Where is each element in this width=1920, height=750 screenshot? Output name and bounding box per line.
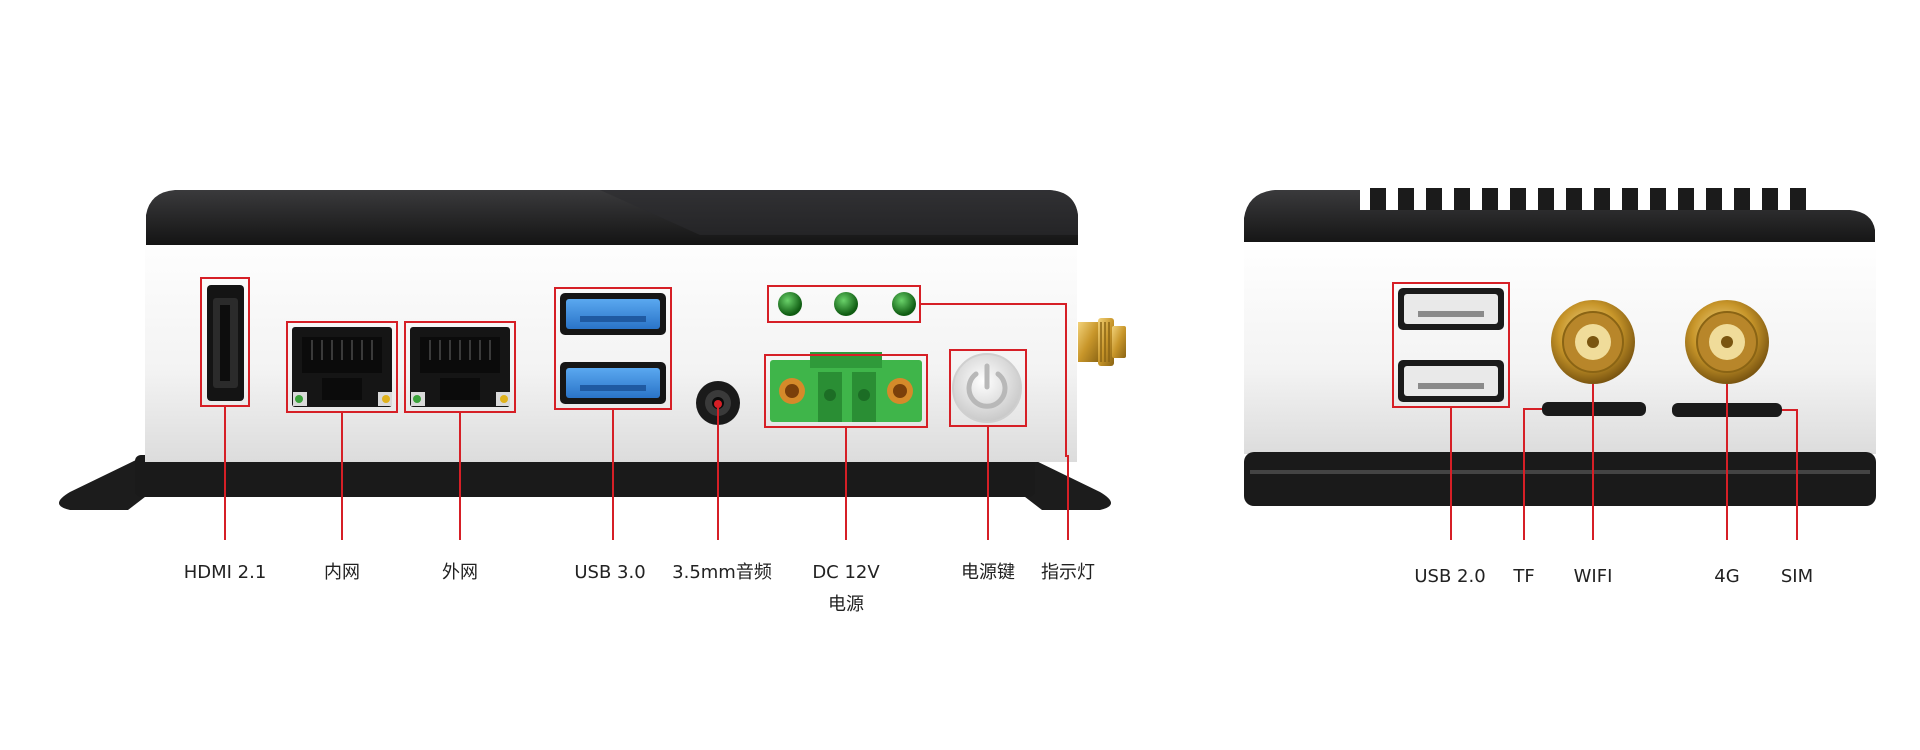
power-icon — [966, 371, 1008, 409]
led-1-icon — [778, 292, 802, 316]
lan-outer-led-right-icon — [500, 395, 508, 403]
callout-line-tf — [1523, 408, 1542, 540]
label-hdmi: HDMI 2.1 — [183, 562, 267, 583]
lte-antenna-connector — [1685, 300, 1769, 384]
callout-line-sim — [1782, 409, 1798, 540]
dc-terminal — [770, 352, 922, 422]
wifi-antenna-connector — [1551, 300, 1635, 384]
usb3-ports — [560, 293, 666, 404]
label-dc-line1: DC 12V — [812, 562, 880, 583]
lan-inner-led-left-icon — [295, 395, 303, 403]
label-lan-inner: 内网 — [324, 562, 360, 583]
hdmi-port — [207, 285, 244, 401]
side-bottom-plate — [1244, 452, 1876, 506]
side-top-cover — [1244, 190, 1875, 245]
label-lan-outer: 外网 — [442, 562, 478, 583]
lan-inner-port — [292, 327, 392, 407]
front-view-device — [59, 190, 1126, 510]
label-4g: 4G — [1714, 566, 1740, 587]
label-sim: SIM — [1780, 566, 1814, 587]
label-dc-line2: 电源 — [828, 594, 864, 615]
indicator-leds — [778, 292, 916, 316]
label-usb3: USB 3.0 — [574, 562, 646, 583]
bottom-plate — [135, 455, 1035, 497]
label-audio: 3.5mm音频 — [672, 562, 772, 583]
label-power-key: 电源键 — [961, 562, 1015, 583]
audio-callout-dot-icon — [714, 400, 722, 408]
side-view-device — [1244, 188, 1876, 506]
label-wifi: WIFI — [1573, 566, 1613, 587]
antenna-connector — [1078, 318, 1126, 366]
led-2-icon — [834, 292, 858, 316]
lan-inner-led-right-icon — [382, 395, 390, 403]
label-usb2: USB 2.0 — [1414, 566, 1486, 587]
usb2-ports — [1398, 288, 1504, 402]
lan-outer-led-left-icon — [413, 395, 421, 403]
silver-body — [145, 230, 1077, 462]
callouts — [200, 277, 1798, 540]
power-button — [952, 353, 1022, 423]
lan-outer-port — [410, 327, 510, 407]
callout-line-leds — [920, 303, 1069, 540]
led-3-icon — [892, 292, 916, 316]
label-indicator: 指示灯 — [1041, 562, 1095, 583]
label-tf: TF — [1513, 566, 1535, 587]
